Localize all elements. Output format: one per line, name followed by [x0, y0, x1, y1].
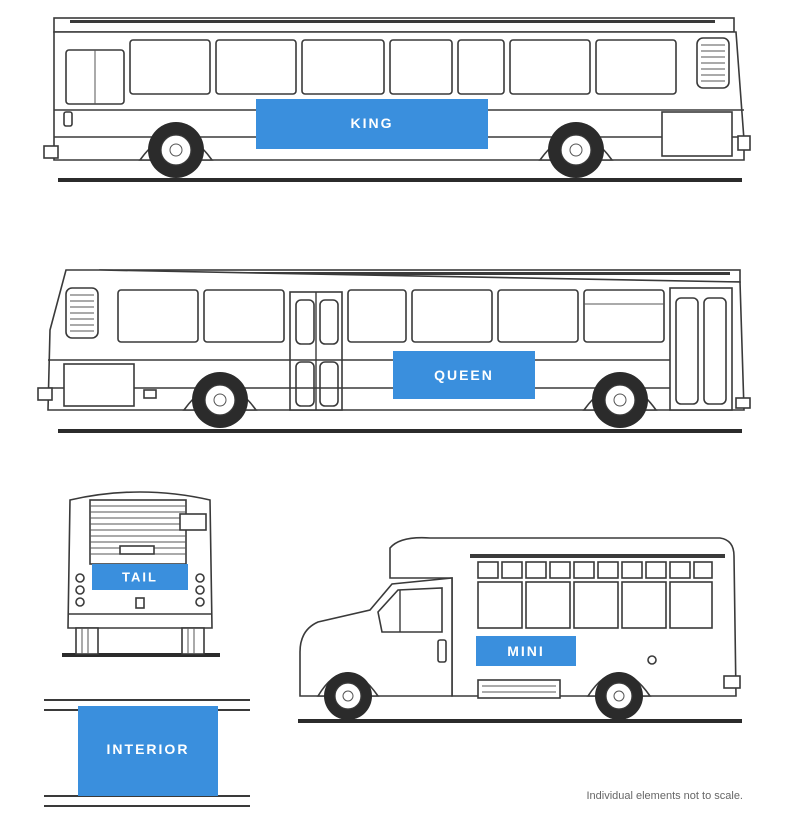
footnote: Individual elements not to scale. — [586, 790, 743, 802]
interior-panel-diagram: INTERIOR — [44, 699, 250, 807]
mini-ad-panel: MINI — [476, 636, 576, 666]
mini-rear-wheel-icon — [595, 672, 643, 720]
rear-vent-icon — [696, 37, 730, 89]
mini-front-wheel-icon — [324, 672, 372, 720]
middle-doors — [289, 291, 343, 411]
king-bus: KING — [43, 17, 751, 182]
interior-ad-panel: INTERIOR — [78, 706, 218, 796]
queen-rear-wheel-icon — [592, 372, 648, 428]
queen-bus: QUEEN — [37, 269, 751, 433]
king-ad-label: KING — [351, 115, 394, 131]
tail-bus-rear: TAIL — [62, 491, 220, 657]
front-doors — [669, 287, 733, 411]
tail-ad-panel: TAIL — [92, 564, 188, 590]
queen-ad-panel: QUEEN — [393, 351, 535, 399]
queen-ad-label: QUEEN — [434, 367, 494, 383]
mini-bus: MINI — [298, 536, 742, 723]
tail-ad-label: TAIL — [122, 570, 158, 585]
king-rear-wheel-icon — [548, 122, 604, 178]
king-ad-panel: KING — [256, 99, 488, 149]
king-front-wheel-icon — [148, 122, 204, 178]
mini-ad-label: MINI — [507, 643, 545, 659]
queen-front-wheel-icon — [192, 372, 248, 428]
interior-ad-label: INTERIOR — [107, 741, 190, 757]
tail-lights-left-icon — [75, 573, 85, 607]
front-vent-icon — [65, 287, 99, 339]
tail-lights-right-icon — [195, 573, 205, 607]
